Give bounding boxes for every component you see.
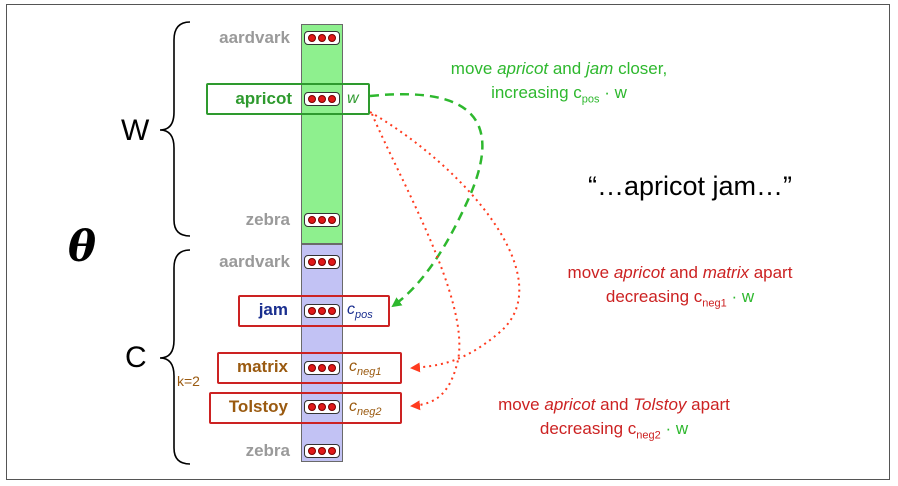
matrix-label: matrix: [236, 357, 288, 376]
vector-c-zebra: [304, 444, 340, 458]
neg2-arrow: [371, 113, 461, 411]
pos-arrow: [369, 92, 484, 308]
c-neg2-symbol: cneg2: [349, 398, 382, 419]
apricot-highlight-box: [206, 83, 370, 115]
c-aardvark-label: aardvark: [219, 252, 290, 271]
vector-w-aardvark: [304, 31, 340, 45]
w-symbol: w: [347, 90, 359, 107]
w-embedding-strip: [301, 24, 343, 244]
apricot-label: apricot: [235, 89, 292, 108]
vector-c-aardvark: [304, 255, 340, 269]
pos-annotation-line2: increasing cpos · w: [491, 83, 627, 106]
vector-c-jam: [304, 304, 340, 318]
c-neg1-symbol: cneg1: [349, 358, 382, 379]
neg1-annotation-line2: decreasing cneg1 · w: [605, 287, 755, 310]
neg2-annotation-line2: decreasing cneg2 · w: [539, 419, 689, 442]
vector-c-matrix: [304, 361, 340, 375]
jam-label: jam: [258, 300, 288, 319]
w-aardvark-label: aardvark: [219, 28, 290, 47]
w-brace: [159, 21, 191, 237]
neg2-annotation-line1: move apricot and Tolstoy apart: [498, 395, 730, 414]
c-brace: [159, 249, 191, 465]
w-label: W: [121, 114, 150, 147]
w-zebra-label: zebra: [245, 210, 290, 229]
vector-w-apricot: [304, 92, 340, 106]
c-label: C: [125, 341, 147, 374]
context-quote: “…apricot jam…”: [588, 171, 793, 201]
matrix-highlight-box: [217, 352, 402, 384]
neg1-annotation-line1: move apricot and matrix apart: [567, 263, 793, 282]
neg2-annotation: move apricot and Tolstoy apart decreasin…: [449, 393, 779, 447]
c-zebra-label: zebra: [245, 441, 290, 460]
tolstoy-highlight-box: [209, 392, 402, 424]
vector-w-zebra: [304, 213, 340, 227]
neg1-annotation: move apricot and matrix apart decreasing…: [515, 261, 845, 315]
pos-annotation: move apricot and jam closer, increasing …: [404, 57, 714, 111]
jam-highlight-box: [238, 295, 390, 327]
theta-symbol: θ: [68, 222, 97, 271]
vector-c-tolstoy: [304, 400, 340, 414]
c-pos-symbol: cpos: [347, 301, 373, 322]
tolstoy-label: Tolstoy: [228, 397, 288, 416]
pos-annotation-line1: move apricot and jam closer,: [450, 59, 668, 78]
neg1-arrow: [369, 111, 521, 373]
k-label: k=2: [177, 373, 200, 389]
